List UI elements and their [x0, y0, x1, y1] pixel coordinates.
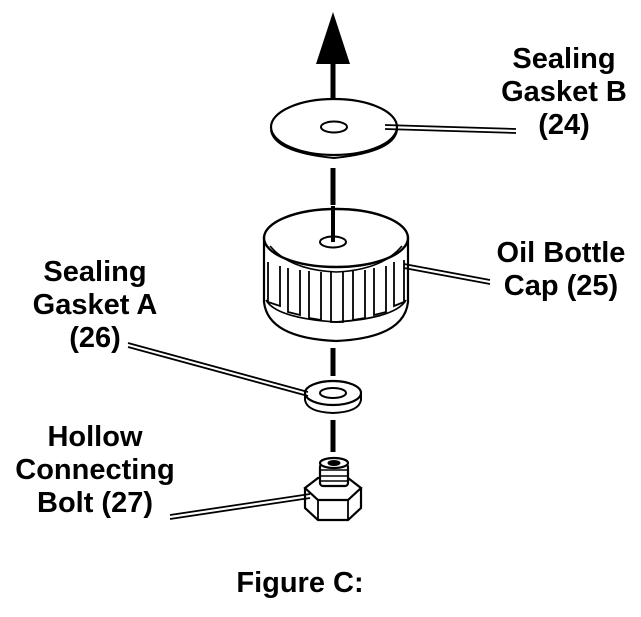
assembly-direction-arrow	[316, 12, 350, 112]
oil-bottle-cap-part	[262, 207, 410, 343]
label-sealing-gasket-a: Sealing Gasket A (26)	[32, 256, 158, 354]
sealing-gasket-a-part	[303, 379, 363, 415]
figure-caption: Figure C:	[236, 567, 364, 599]
leader-lines	[127, 124, 517, 520]
hollow-connecting-bolt-part	[303, 456, 363, 522]
leader-gasket-b	[384, 124, 517, 134]
leader-oil-cap	[403, 263, 491, 285]
leader-gasket-a	[127, 342, 309, 397]
label-oil-bottle-cap: Oil Bottle Cap (25)	[496, 237, 626, 302]
sealing-gasket-b-part	[269, 97, 399, 160]
leader-bolt	[169, 493, 311, 520]
label-hollow-connecting-bolt: Hollow Connecting Bolt (27)	[15, 421, 175, 519]
label-sealing-gasket-b: Sealing Gasket B (24)	[501, 43, 627, 141]
